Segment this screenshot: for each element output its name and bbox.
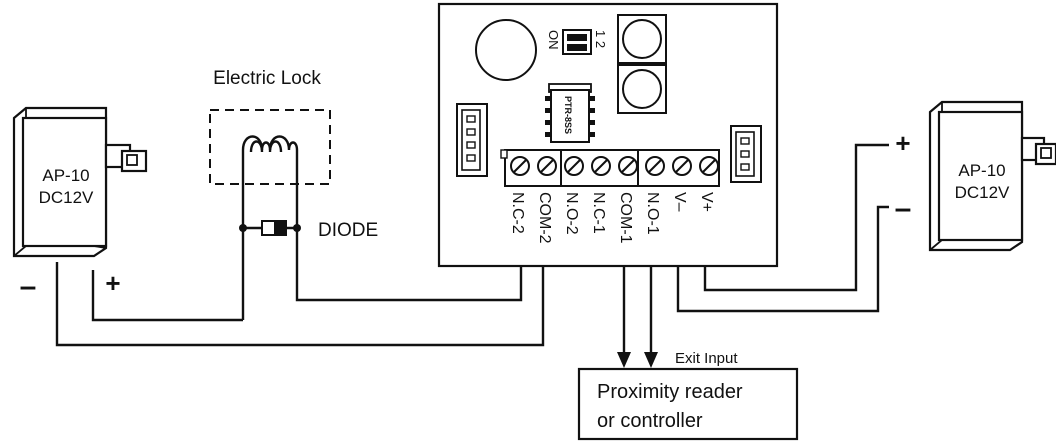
wire-vminus-to-adapter	[676, 205, 889, 313]
terminal-label-vminus: V–	[671, 192, 688, 212]
wire-lock-to-adapter-plus	[91, 270, 243, 322]
wires	[55, 143, 889, 368]
proximity-reader: Exit Input Proximity reader or controlle…	[577, 350, 799, 441]
left-adapter-model: AP-10	[42, 166, 89, 185]
electric-lock-housing	[209, 109, 331, 185]
terminal-screw-icon	[564, 156, 584, 176]
left-adapter-voltage: DC12V	[39, 188, 94, 207]
terminal-screw-icon	[537, 156, 557, 176]
right-adapter-plus-label: +	[895, 128, 910, 158]
wire-lock-to-nc2	[295, 228, 523, 302]
wire-vplus-to-adapter	[703, 143, 889, 292]
right-adapter-minus-label: –	[895, 192, 912, 225]
dip-on-label: ON	[546, 30, 561, 50]
terminal-label-com1: COM-1	[617, 192, 634, 244]
dip-numbers: 1 2	[593, 30, 608, 48]
terminal-block	[500, 149, 720, 187]
right-connector	[730, 125, 762, 183]
buzzer-icon	[475, 19, 537, 81]
lock-coil-icon	[241, 135, 299, 182]
right-adapter-plug	[1020, 136, 1056, 166]
terminal-screw-icon	[591, 156, 611, 176]
terminal-screw-icon	[510, 156, 530, 176]
terminal-label-nc2: N.C-2	[509, 192, 526, 234]
left-adapter-minus-label: –	[20, 270, 37, 303]
left-power-adapter: AP-10 DC12V – +	[12, 106, 148, 303]
diode: DIODE	[239, 182, 378, 320]
arrow-no1	[644, 352, 658, 368]
left-adapter-plug	[104, 143, 148, 173]
terminal-label-vplus: V+	[698, 192, 715, 212]
terminal-screw-icon	[699, 156, 719, 176]
right-power-adapter: + – AP-10 DC12V	[895, 100, 1056, 252]
left-connector	[456, 103, 488, 177]
dip-switch: ON 1 2	[546, 29, 608, 55]
terminal-labels: N.C-2 COM-2 N.O-2 N.C-1 COM-1 N.O-1 V– V…	[509, 192, 715, 244]
electric-lock-title: Electric Lock	[213, 68, 321, 89]
terminal-screw-icon	[672, 156, 692, 176]
left-adapter-plus-label: +	[105, 268, 120, 298]
relay-chip-label: PTR-8SS	[563, 96, 573, 134]
indicator-buttons	[617, 14, 667, 114]
terminal-screw-icon	[618, 156, 638, 176]
terminal-label-nc1: N.C-1	[590, 192, 607, 234]
terminal-label-com2: COM-2	[536, 192, 553, 244]
controller-board: ON 1 2 PTR-8SS	[437, 2, 779, 268]
terminal-screw-icon	[645, 156, 665, 176]
diode-label: DIODE	[318, 220, 378, 241]
relay-chip: PTR-8SS	[545, 83, 595, 143]
wire-adapter-minus-to-com2	[55, 262, 545, 347]
terminal-label-no2: N.O-2	[563, 192, 580, 235]
exit-input-label: Exit Input	[675, 350, 738, 367]
reader-line2: or controller	[597, 410, 703, 432]
right-adapter-model: AP-10	[958, 161, 1005, 180]
reader-line1: Proximity reader	[597, 381, 743, 403]
terminal-label-no1: N.O-1	[644, 192, 661, 235]
electric-lock: Electric Lock	[209, 68, 331, 185]
arrow-com1	[617, 352, 631, 368]
right-adapter-voltage: DC12V	[955, 183, 1010, 202]
